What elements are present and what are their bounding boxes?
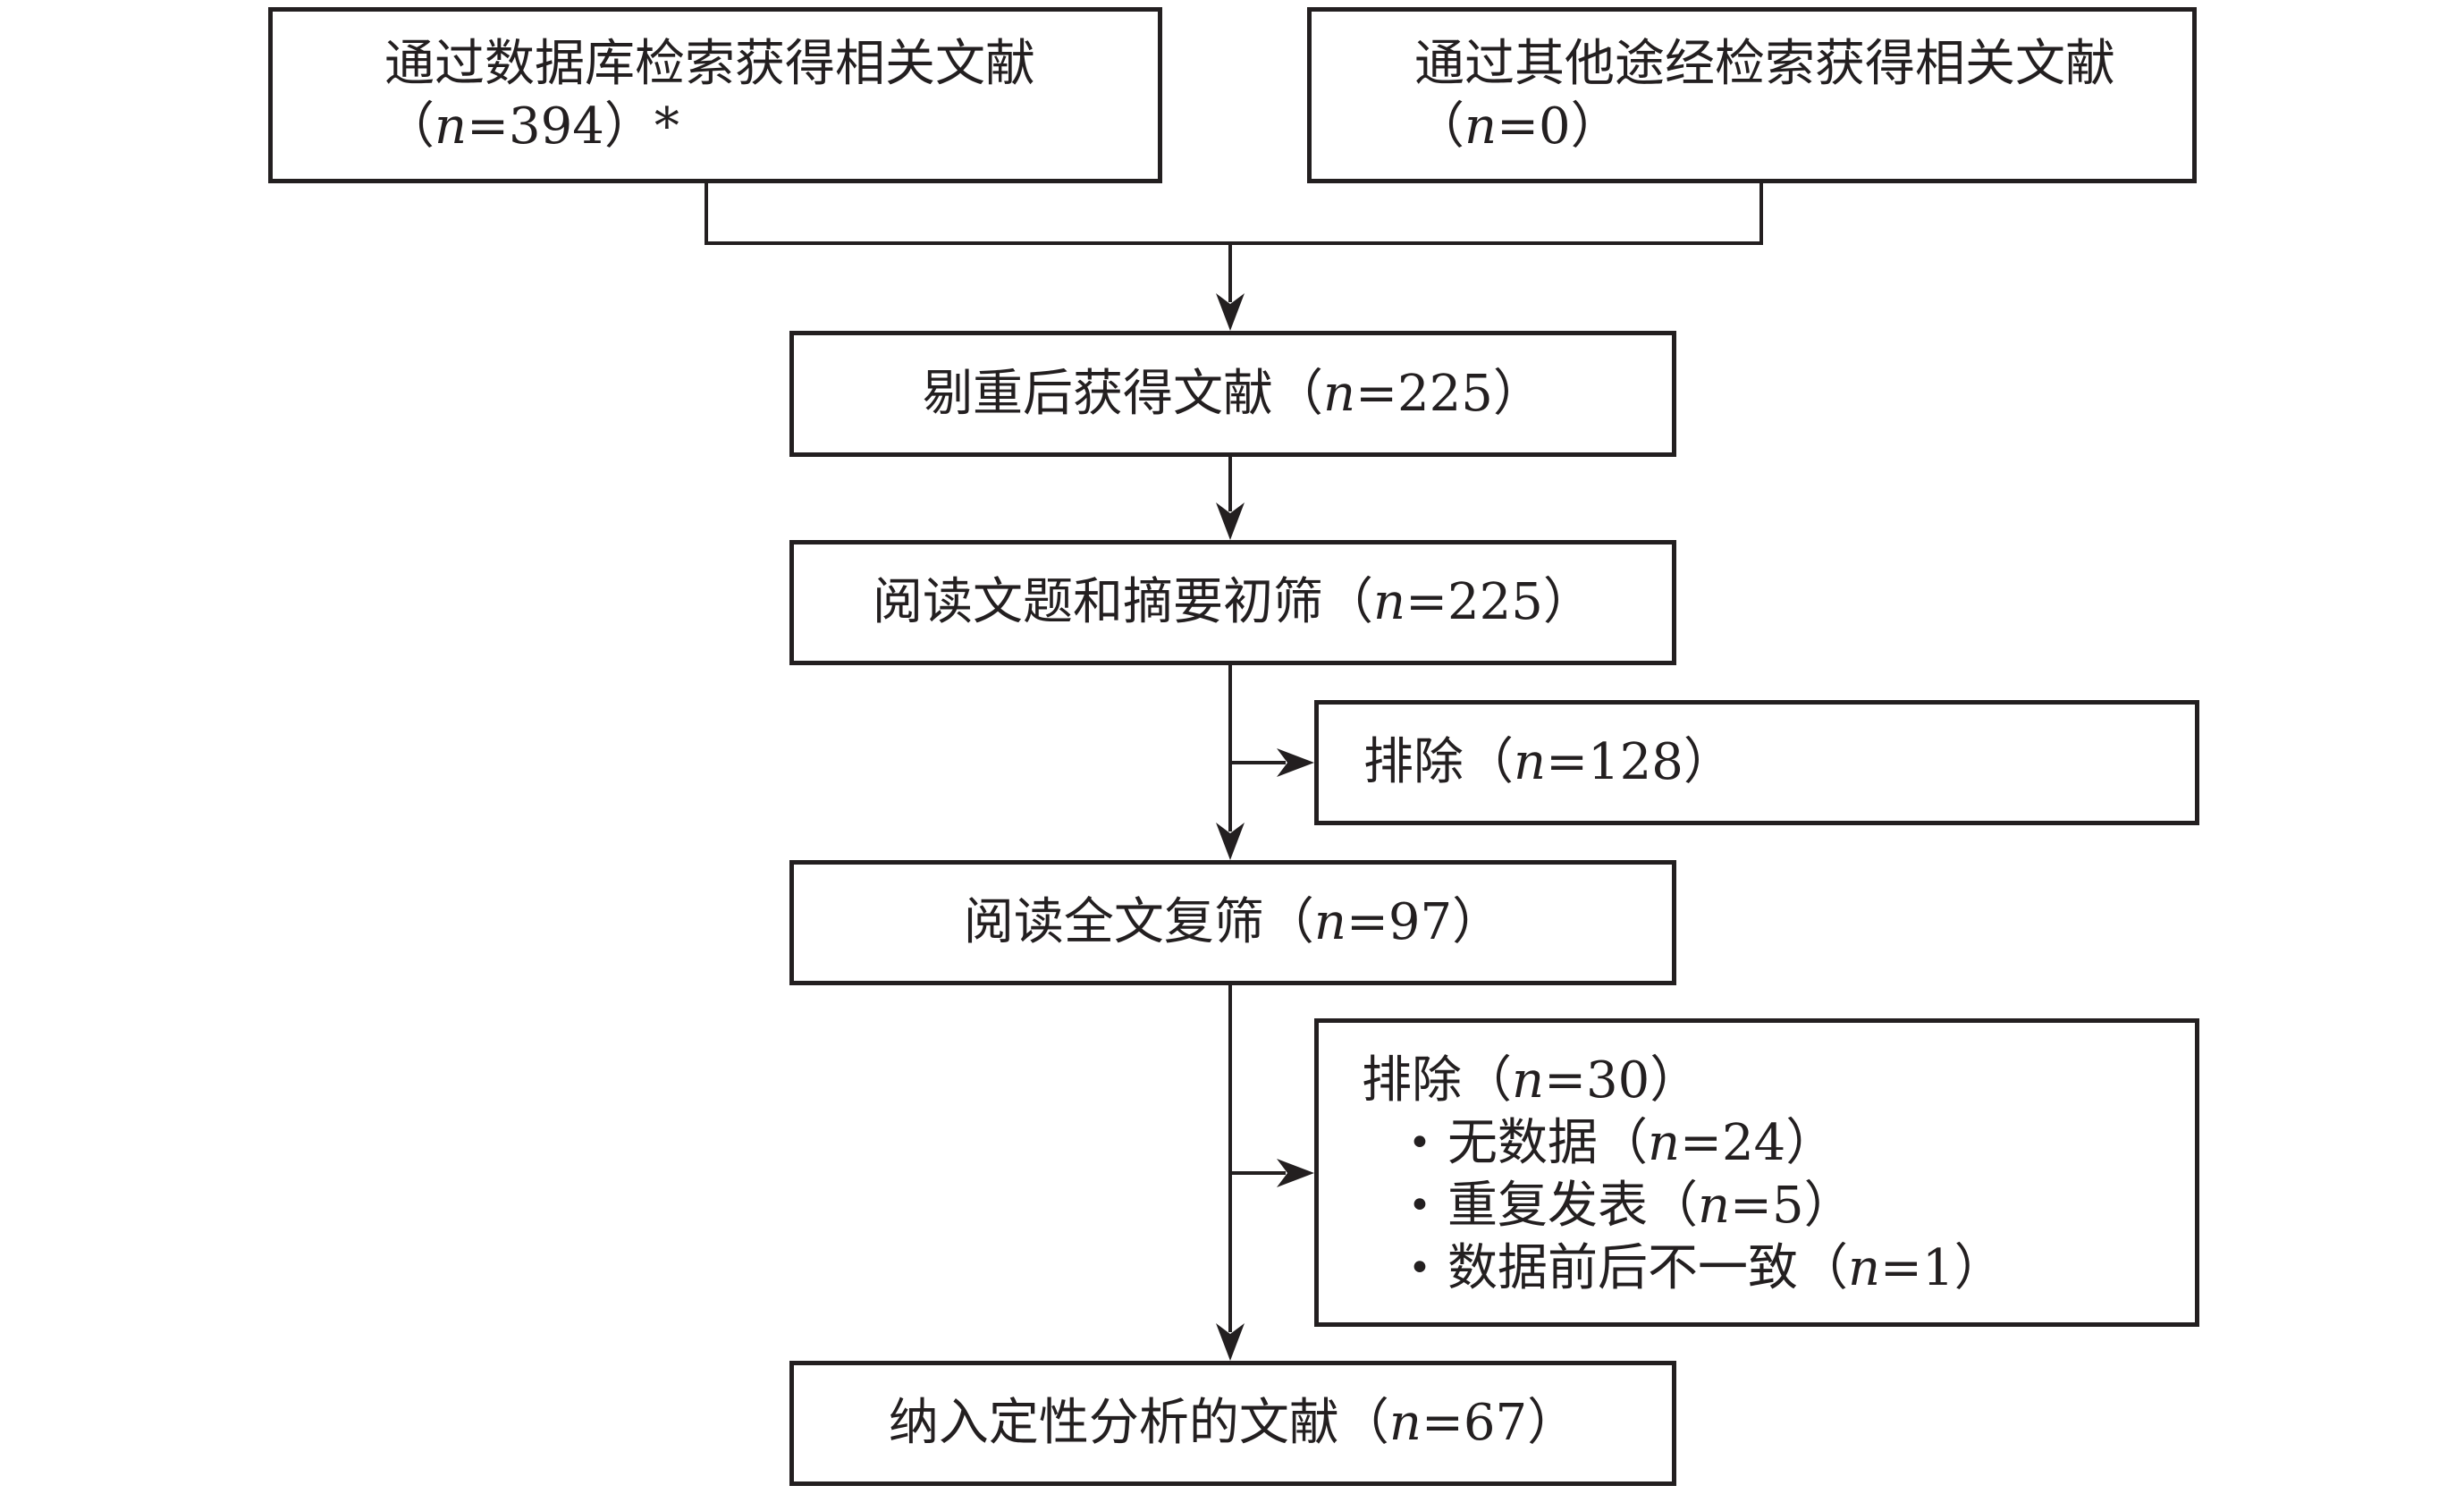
bullet-icon: • [1408,1120,1431,1166]
node-label: 阅读文题和摘要初筛（n=225） [873,573,1593,631]
exclusion-reason-item: • 无数据（n=24） [1408,1114,1836,1172]
bullet-icon: • [1408,1183,1431,1228]
branch-arrow-to-exclude-initial [1230,748,1314,777]
node-label: 阅读全文复筛（n=97） [963,893,1503,951]
node-label: 通过其他途经检索获得相关文献 [1414,34,2115,93]
bullet-icon: • [1408,1245,1431,1291]
node-label: 排除（n=30） [1362,1051,1700,1110]
branch-arrow-to-exclude-fulltext [1230,1159,1314,1187]
node-database-search: 通过数据库检索获得相关文献 （n=394）* [268,7,1162,183]
node-fulltext-screening: 阅读全文复筛（n=97） [789,860,1676,985]
node-count: （n=0） [1414,97,1621,156]
merge-connector-arrow [705,183,1763,331]
node-included-qualitative-analysis: 纳入定性分析的文献（n=67） [789,1361,1676,1486]
node-label: 排除（n=128） [1363,733,1734,791]
node-label: 剔重后获得文献（n=225） [923,364,1543,423]
node-other-sources-search: 通过其他途经检索获得相关文献 （n=0） [1307,7,2197,183]
node-label: 通过数据库检索获得相关文献 [384,34,1035,93]
node-label: 纳入定性分析的文献（n=67） [888,1394,1578,1452]
arrow-fulltext-to-included [1216,983,1245,1361]
node-excluded-initial: 排除（n=128） [1314,700,2199,825]
exclusion-reason-item: • 重复发表（n=5） [1408,1177,1854,1235]
node-excluded-fulltext: 排除（n=30） • 无数据（n=24） • 重复发表（n=5） • 数据前后不… [1314,1018,2199,1327]
arrow-title-abstract-to-fulltext [1216,663,1245,860]
node-deduplicated: 剔重后获得文献（n=225） [789,331,1676,457]
arrow-dedupe-to-title-abstract [1216,455,1245,540]
node-title-abstract-screening: 阅读文题和摘要初筛（n=225） [789,540,1676,665]
exclusion-reason-item: • 数据前后不一致（n=1） [1408,1239,2004,1297]
node-count: （n=394）* [384,97,679,156]
